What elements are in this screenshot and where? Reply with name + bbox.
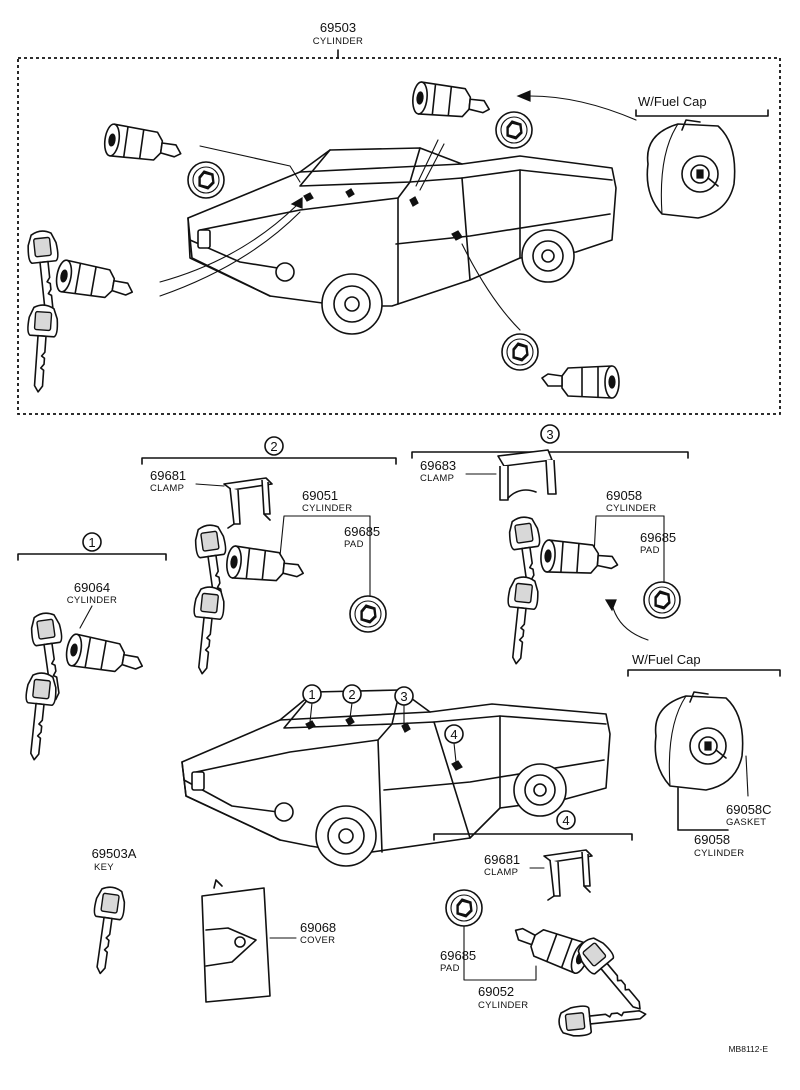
cover-69068-group: 69068 COVER [201,879,336,1003]
label-69681-number-b: 69681 [484,852,520,867]
clamp-69683 [497,449,557,501]
cylinder-set-group: 69503 CYLINDER [17,20,781,415]
label-69064-number: 69064 [74,580,110,595]
label-69685-number-a: 69685 [344,524,380,539]
label-69058c-number: 69058C [726,802,772,817]
top-cylinder-ignition [53,258,137,305]
group-4: 4 69681 CLAMP 69685 PAD 69052 CYLINDER [433,810,653,1039]
arrow-to-fuel-cap [529,95,637,121]
group2-key-lower [186,584,227,677]
top-cylinder-door [541,365,620,399]
label-69068-name: COVER [300,935,335,946]
cylinder-set-dashed-box [17,57,781,415]
label-69058-fuel-name: CYLINDER [694,848,744,859]
callout-group-3: 3 [546,427,553,442]
label-69503a-name: KEY [94,862,114,873]
top-cylinder-hood [102,122,185,167]
drawing-code: MB8112-E [728,1044,768,1054]
pad-69685-c [445,889,483,927]
group-2: 2 69681 CLAMP 69051 CYLINDER 69685 PAD [141,436,397,677]
callout-truck-2: 2 [348,687,355,702]
top-key-lower [22,303,60,394]
top-pad-door [501,333,539,371]
group-1: 1 69064 CYLINDER [17,532,167,763]
arrow-to-hood-lock [199,145,301,183]
label-69058-number: 69058 [606,488,642,503]
label-69685-name-c: PAD [440,963,460,974]
label-69068-number: 69068 [300,920,336,935]
label-69685-number-b: 69685 [640,530,676,545]
label-fuel-cap-top: W/Fuel Cap [638,94,707,109]
pad-69685-b [643,581,681,619]
arrow-to-door-lock-rear [461,243,521,331]
label-69064-name: CYLINDER [67,595,117,606]
callout-group-1: 1 [88,535,95,550]
label-69058c-name: GASKET [726,817,766,828]
label-69503-number: 69503 [320,20,356,35]
top-fuel-cap [646,119,736,219]
group-3: 3 69683 CLAMP 69058 CYLINDER 69685 PAD [411,424,689,667]
cylinder-69051 [224,544,307,587]
fuel-cap-69058 [654,691,744,791]
key-69503a-group: 69503A KEY [84,846,137,977]
label-fuel-cap-bottom: W/Fuel Cap [632,652,701,667]
group1-key-lower [18,670,59,763]
group3-key-lower [500,574,541,667]
callout-truck-4: 4 [450,727,457,742]
label-69051-number: 69051 [302,488,338,503]
top-pad-hatch [495,111,533,149]
key-69503a [84,884,128,977]
cylinder-69064 [63,632,147,679]
label-69058-fuel-number: 69058 [694,832,730,847]
top-pad-hood [187,161,225,199]
label-69681-number-a: 69681 [150,468,186,483]
arrow-to-door-lock-front [159,205,301,297]
label-69681-name-a: CLAMP [150,483,184,494]
fuel-cap-group: W/Fuel Cap 69058C GASKET 69058 CYLINDER [627,652,781,859]
arrow-pad-to-fuel-cap [611,603,649,641]
label-69503-name: CYLINDER [313,36,363,47]
pad-69685-a [349,595,387,633]
label-69683-number: 69683 [420,458,456,473]
clamp-69681-b [543,849,593,901]
top-cylinder-hatch [410,80,493,123]
label-69685-name-b: PAD [640,545,660,556]
label-69683-name: CLAMP [420,473,454,484]
label-69681-name-b: CLAMP [484,867,518,878]
cylinder-69058 [539,538,620,578]
truck-illustration-middle: 1 2 3 4 [181,684,611,867]
callout-group-4: 4 [562,813,569,828]
label-69051-name: CYLINDER [302,503,352,514]
label-69052-number: 69052 [478,984,514,999]
clamp-69681-a [223,477,273,529]
callout-truck-1: 1 [308,687,315,702]
label-69685-name-a: PAD [344,539,364,550]
label-69052-name: CYLINDER [478,1000,528,1011]
callout-group-2: 2 [270,439,277,454]
label-69058-name: CYLINDER [606,503,656,514]
arrow-to-hatch-lock [415,139,445,191]
label-69685-number-c: 69685 [440,948,476,963]
callout-truck-3: 3 [400,689,407,704]
truck-illustration-top [187,147,617,335]
label-69503a-number: 69503A [92,846,137,861]
